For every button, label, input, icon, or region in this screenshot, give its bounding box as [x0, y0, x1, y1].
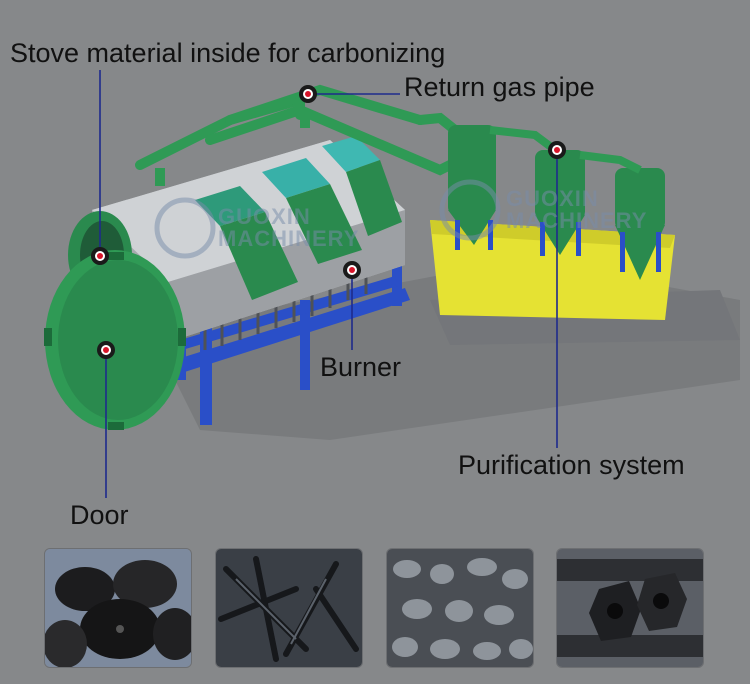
- label-burner: Burner: [320, 354, 401, 381]
- watermark-line2: MACHINERY: [506, 210, 647, 232]
- marker-burner: [343, 261, 361, 279]
- watermark-text: GUOXIN MACHINERY: [218, 206, 359, 250]
- photo-charcoal-logs: [44, 548, 192, 668]
- door-disc: [44, 250, 186, 430]
- watermark-line2: MACHINERY: [218, 228, 359, 250]
- marker-purification: [548, 141, 566, 159]
- watermark-line1: GUOXIN: [506, 188, 647, 210]
- photo-charcoal-sticks: [215, 548, 363, 668]
- marker-return-gas: [299, 85, 317, 103]
- label-stove-material: Stove material inside for carbonizing: [10, 40, 445, 67]
- label-purification-system: Purification system: [458, 452, 685, 479]
- photo-charcoal-shells: [386, 548, 534, 668]
- photo-charcoal-briquettes: [556, 548, 704, 668]
- label-door: Door: [70, 502, 129, 529]
- label-return-gas-pipe: Return gas pipe: [404, 74, 595, 101]
- watermark-line1: GUOXIN: [218, 206, 359, 228]
- marker-door: [97, 341, 115, 359]
- marker-stove: [91, 247, 109, 265]
- watermark-text: GUOXIN MACHINERY: [506, 188, 647, 232]
